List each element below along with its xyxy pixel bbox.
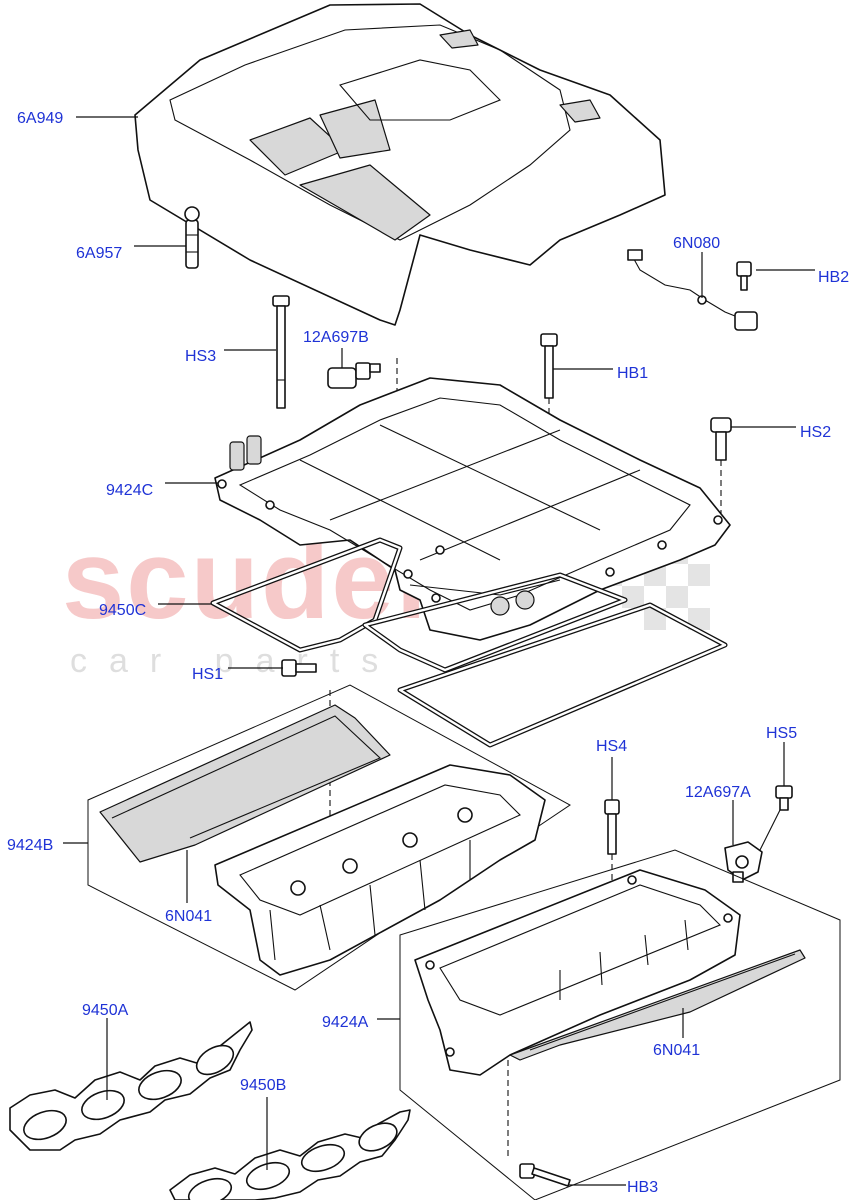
label-6N080: 6N080 <box>673 235 720 252</box>
gasket-9450C <box>210 537 728 748</box>
bolt-HB3 <box>519 1163 571 1187</box>
bolt-HB2 <box>736 261 752 291</box>
label-9450A: 9450A <box>82 1002 129 1019</box>
label-9424A: 9424A <box>322 1014 369 1031</box>
label-9424B: 9424B <box>7 837 53 854</box>
bolt-HS3 <box>272 295 290 409</box>
watermark-sub: car parts <box>70 642 400 680</box>
link-HS5 <box>759 809 781 851</box>
cover-6N041-left <box>99 704 391 863</box>
box-9424A <box>399 849 841 1200</box>
bolt-HS4 <box>604 799 620 855</box>
label-HS3: HS3 <box>185 348 216 365</box>
gasket-9450A <box>9 1021 253 1151</box>
label-HB3: HB3 <box>627 1179 658 1196</box>
lower-manifold-left <box>214 764 546 976</box>
bolt-HS1 <box>281 659 317 677</box>
engine-cover <box>134 3 666 326</box>
lower-manifold-right <box>414 869 741 1076</box>
bolt-HS2 <box>710 417 732 461</box>
label-HB1: HB1 <box>617 365 648 382</box>
label-6A949: 6A949 <box>17 110 63 127</box>
label-HS4: HS4 <box>596 738 627 755</box>
sensor-12A697A <box>724 841 763 883</box>
label-12A697B: 12A697B <box>303 329 369 346</box>
label-HS5: HS5 <box>766 725 797 742</box>
bolt-HS5 <box>775 785 793 811</box>
label-HB2: HB2 <box>818 269 849 286</box>
bolt-HB1 <box>540 333 558 399</box>
gasket-9450B <box>169 1109 411 1200</box>
label-12A697A: 12A697A <box>685 784 751 801</box>
label-HS2: HS2 <box>800 424 831 441</box>
cover-6N041-right <box>509 949 806 1061</box>
intake-manifold-upper <box>214 377 731 641</box>
label-HS1: HS1 <box>192 666 223 683</box>
fastener-6A957 <box>184 206 200 269</box>
label-6N041-right: 6N041 <box>653 1042 700 1059</box>
label-6N041-left: 6N041 <box>165 908 212 925</box>
label-6A957: 6A957 <box>76 245 122 262</box>
sensor-12A697B <box>327 362 381 389</box>
label-9450B: 9450B <box>240 1077 286 1094</box>
harness-6N080 <box>627 249 758 331</box>
label-9450C: 9450C <box>99 602 146 619</box>
label-9424C: 9424C <box>106 482 153 499</box>
